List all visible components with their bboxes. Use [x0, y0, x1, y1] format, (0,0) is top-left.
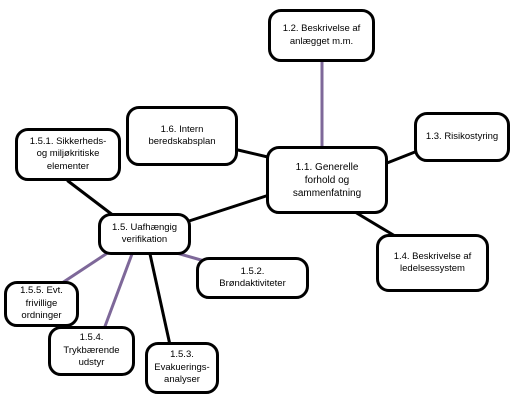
node-1-5-4-pressure-equipment: 1.5.4. Trykbærende udstyr [48, 326, 135, 376]
node-1-1-general-conditions: 1.1. Generelle forhold og sammenfatning [266, 146, 388, 214]
node-1-4-management-system: 1.4. Beskrivelse af ledelsessystem [376, 234, 489, 292]
edge-15-151 [66, 179, 116, 218]
node-1-6-internal-emergency-plan: 1.6. Intern beredskabsplan [126, 106, 238, 166]
node-1-5-2-well-activities: 1.5.2. Brøndaktiviteter [196, 257, 309, 299]
edge-central-15 [184, 194, 268, 224]
edge-15-155 [60, 248, 114, 285]
edge-15-153 [148, 252, 172, 347]
node-1-5-1-critical-elements: 1.5.1. Sikkerheds- og miljøkritiske elem… [15, 128, 121, 181]
edge-15-154 [102, 252, 134, 331]
node-1-2-facility-description: 1.2. Beskrivelse af anlægget m.m. [268, 9, 375, 62]
node-1-5-independent-verification: 1.5. Uafhængig verifikation [98, 213, 191, 255]
node-1-5-3-evacuation-analyses: 1.5.3. Evakuerings- analyser [145, 342, 219, 394]
edge-central-14 [353, 210, 397, 238]
node-1-5-5-voluntary-arrangements: 1.5.5. Evt. frivillige ordninger [4, 281, 79, 327]
node-1-3-risk-management: 1.3. Risikostyring [414, 112, 510, 162]
